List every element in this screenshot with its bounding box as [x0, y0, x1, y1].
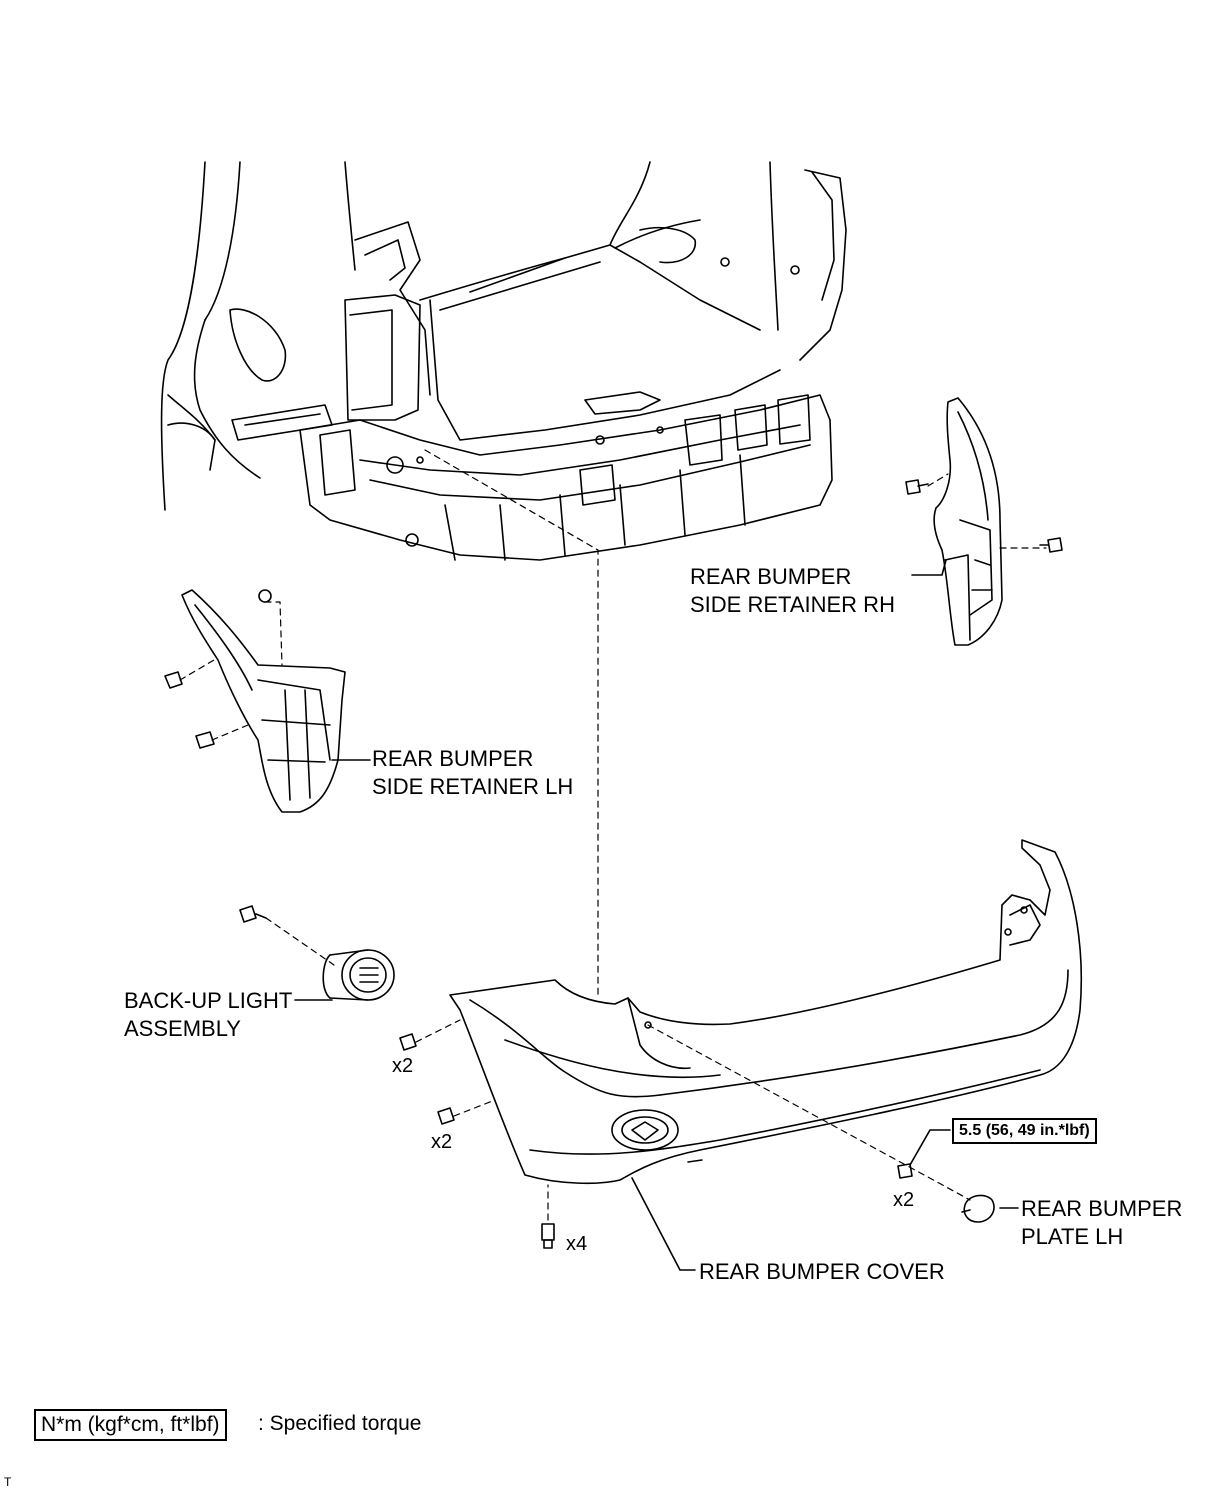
qty-upper-left-screw: x2 [392, 1055, 414, 1077]
backup-light-drawing [239, 905, 395, 1001]
bumper-plate-label-line2: PLATE LH [1021, 1224, 1124, 1249]
rear-bumper-plate-drawing [961, 1194, 995, 1223]
torque-legend-box: N*m (kgf*cm, ft*lbf) [34, 1409, 227, 1441]
vehicle-rear-body [160, 161, 847, 561]
lh-retainer-label-line1: REAR BUMPER [372, 746, 534, 771]
torque-spec-box: 5.5 (56, 49 in.*lbf) [952, 1118, 1097, 1144]
backup-light-label-line2: ASSEMBLY [124, 1016, 241, 1041]
bumper-cover-label: REAR BUMPER COVER [699, 1259, 945, 1284]
side-retainer-rh-drawing [905, 397, 1063, 646]
qty-plate-screw: x2 [893, 1189, 915, 1211]
rh-retainer-label-line1: REAR BUMPER [690, 564, 852, 589]
lh-retainer-label-line2: SIDE RETAINER LH [372, 774, 574, 799]
rh-retainer-label-line2: SIDE RETAINER RH [690, 592, 895, 617]
backup-light-label-line1: BACK-UP LIGHT [124, 988, 293, 1013]
leader-lines [294, 559, 1019, 1271]
torque-legend-description: : Specified torque [258, 1412, 422, 1435]
rear-bumper-cover-drawing [399, 839, 1083, 1249]
assembly-guide-lines [179, 449, 1047, 1221]
corner-mark: T [4, 1475, 12, 1489]
qty-bottom-clip: x4 [566, 1233, 588, 1255]
qty-middle-left-screw: x2 [431, 1131, 453, 1153]
bumper-plate-label-line1: REAR BUMPER [1021, 1196, 1183, 1221]
side-retainer-lh-drawing [164, 589, 346, 813]
